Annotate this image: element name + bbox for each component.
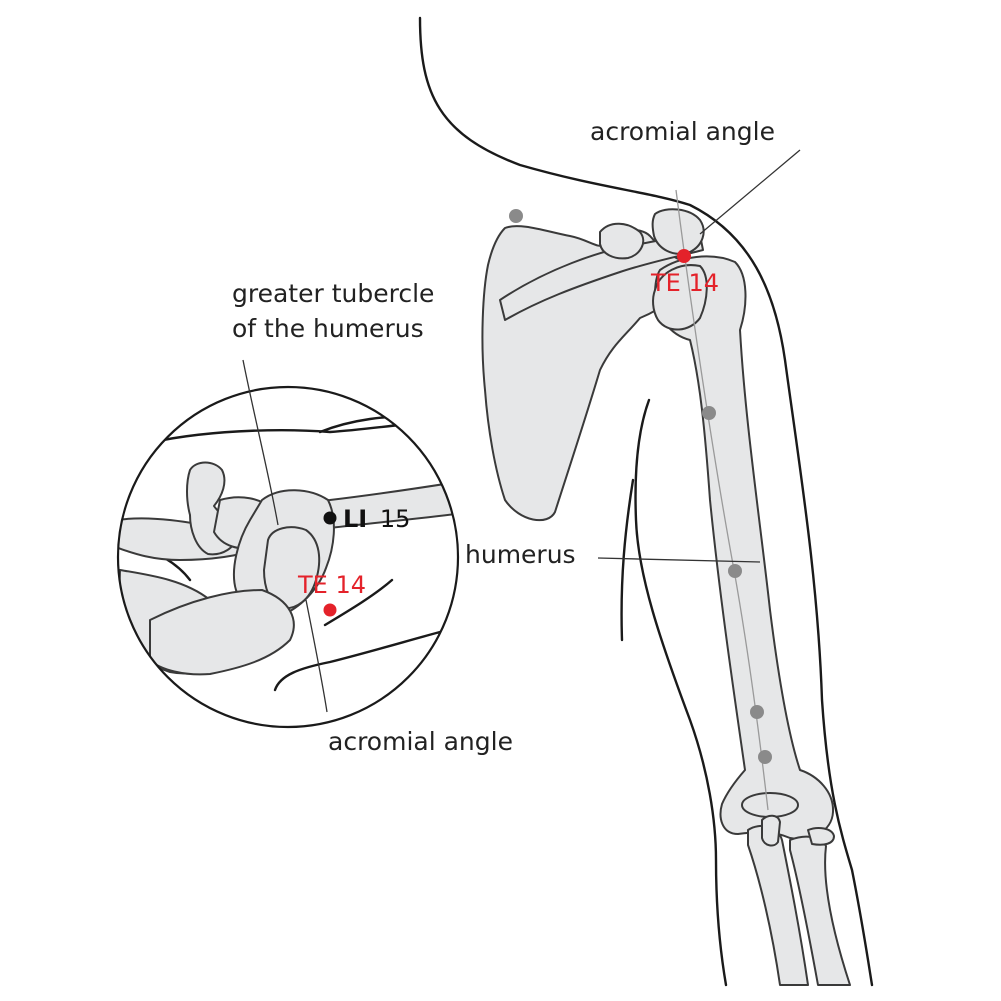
label-acromial-angle-bottom: acromial angle bbox=[328, 727, 513, 756]
reference-dot bbox=[728, 564, 742, 578]
scapular-spine bbox=[499, 234, 704, 321]
meridian-axis-line bbox=[675, 189, 769, 811]
li15-point bbox=[323, 511, 337, 525]
inset-skin-line bbox=[323, 578, 394, 627]
leader-acromial-angle-top bbox=[699, 149, 801, 235]
body-outline bbox=[418, 16, 874, 987]
radial-head bbox=[761, 814, 781, 847]
leader-greater-tubercle bbox=[242, 359, 279, 526]
neck-shoulder-contour bbox=[418, 16, 874, 987]
te14-label-inset: TE 14 bbox=[297, 571, 366, 599]
humerus-bone bbox=[654, 255, 835, 840]
coracoid bbox=[599, 222, 645, 260]
humeral-head bbox=[652, 264, 708, 331]
elbow-capitulum bbox=[741, 792, 799, 818]
reference-dot bbox=[509, 209, 523, 223]
label-humerus: humerus bbox=[465, 540, 576, 569]
li15-label-number: 15 bbox=[380, 505, 411, 533]
te14-label-main: TE 14 bbox=[650, 269, 719, 297]
reference-dot bbox=[702, 406, 716, 420]
label-acromial-angle-top: acromial angle bbox=[590, 117, 775, 146]
reference-dot bbox=[750, 705, 764, 719]
leader-acromial-angle-bottom bbox=[305, 599, 328, 713]
li15-label-prefix: LI bbox=[343, 505, 367, 533]
reference-dots bbox=[509, 209, 772, 764]
arm-inner-contour bbox=[634, 398, 728, 987]
olecranon bbox=[807, 827, 835, 846]
torso-side-contour bbox=[620, 478, 635, 642]
te14-point-main bbox=[677, 249, 691, 263]
label-greater-tubercle-line2: of the humerus bbox=[232, 314, 424, 343]
reference-dot bbox=[758, 750, 772, 764]
te14-point-inset bbox=[323, 603, 337, 617]
li15-label: LI 15 bbox=[343, 505, 410, 533]
inset-magnifier: LI 15 TE 14 bbox=[116, 385, 460, 729]
inset-skin-line bbox=[318, 415, 422, 434]
inset-content bbox=[118, 415, 458, 692]
inset-shoulder-mass bbox=[149, 589, 295, 676]
inset-circle-border bbox=[116, 385, 460, 729]
leader-humerus bbox=[597, 557, 761, 563]
inset-skin-line bbox=[273, 630, 442, 692]
label-greater-tubercle-line1: greater tubercle bbox=[232, 279, 434, 308]
acromion bbox=[651, 208, 705, 255]
